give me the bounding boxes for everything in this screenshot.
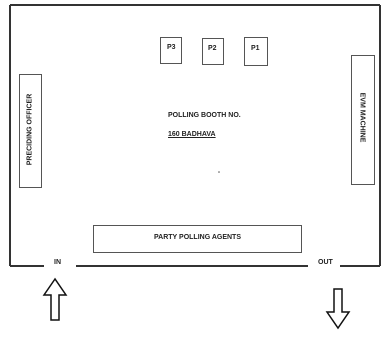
position-p2-box: [202, 38, 224, 65]
booth-title: POLLING BOOTH NO.: [168, 112, 241, 119]
position-p1-box: [244, 37, 268, 66]
party-agents-label: PARTY POLLING AGENTS: [154, 234, 241, 241]
entry-label: IN: [54, 259, 61, 266]
position-p3-label: P3: [167, 44, 176, 51]
entry-arrow-icon: [42, 277, 68, 321]
position-p1-label: P1: [251, 45, 260, 52]
position-p2-label: P2: [208, 45, 217, 52]
center-dot: [218, 171, 220, 173]
exit-label: OUT: [318, 259, 333, 266]
evm-machine-label: EVM MACHINE: [358, 92, 366, 143]
party-agents-box: [93, 225, 302, 253]
booth-number: 160 BADHAVA: [168, 131, 216, 138]
exit-arrow-icon: [325, 288, 351, 330]
presiding-officer-box: [19, 74, 42, 188]
evm-machine-box: [351, 55, 375, 185]
position-p3-box: [160, 37, 182, 64]
presiding-officer-label: PRECIDING OFFICER: [26, 93, 34, 166]
